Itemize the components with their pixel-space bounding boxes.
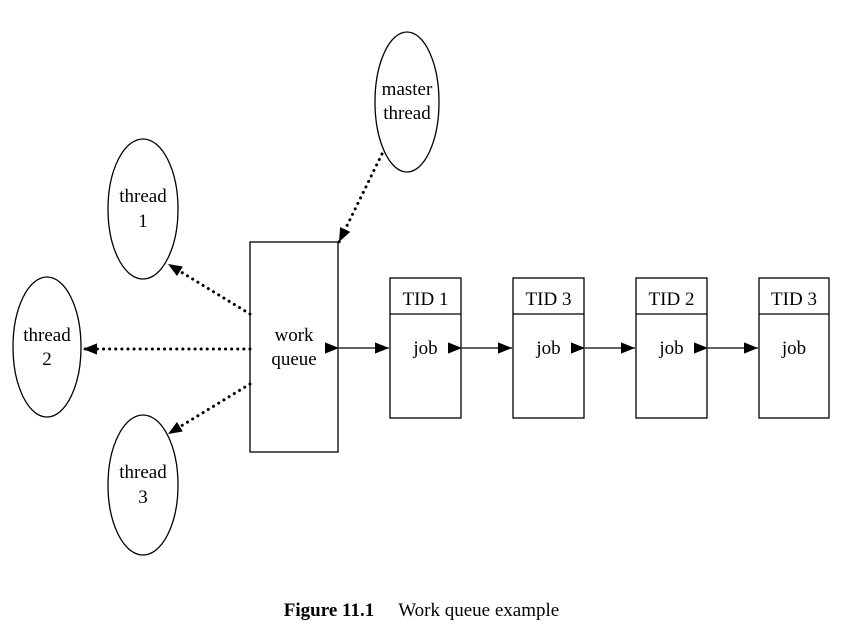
worker-thread-2-label-1: thread — [23, 325, 71, 346]
figure-title: Work queue example — [398, 600, 560, 621]
master-to-queue-arrow — [337, 152, 384, 244]
worker-thread-3-node: thread 3 — [107, 414, 179, 556]
job-1-tid: TID 1 — [403, 289, 449, 310]
master-thread-node: master thread — [374, 31, 440, 173]
queue-to-thread-1-arrow — [166, 262, 252, 316]
master-thread-label-1: master — [382, 79, 433, 100]
job-3-tid: TID 2 — [649, 289, 695, 310]
worker-thread-1-node: thread 1 — [107, 138, 179, 280]
worker-thread-3-label-2: 3 — [138, 487, 148, 508]
job-2-label: job — [535, 338, 560, 359]
worker-thread-1-label-2: 1 — [138, 211, 148, 232]
worker-thread-2-label-2: 2 — [42, 349, 52, 370]
master-thread-label-2: thread — [383, 103, 431, 124]
job-box-2: TID 3 job — [512, 277, 585, 419]
worker-thread-2-node: thread 2 — [12, 276, 82, 418]
job-box-3: TID 2 job — [635, 277, 708, 419]
job-3-label: job — [658, 338, 683, 359]
job-box-1: TID 1 job — [389, 277, 462, 419]
work-queue-box: work queue — [249, 241, 339, 453]
worker-thread-1-label-1: thread — [119, 186, 167, 207]
figure-number: Figure 11.1 — [283, 600, 375, 621]
job-2-tid: TID 3 — [526, 289, 572, 310]
job-4-tid: TID 3 — [771, 289, 817, 310]
work-queue-label-2: queue — [271, 349, 316, 370]
job-box-4: TID 3 job — [758, 277, 830, 419]
queue-to-thread-3-arrow — [166, 382, 252, 436]
job-1-label: job — [412, 338, 437, 359]
figure-caption: Figure 11.1 Work queue example — [0, 600, 843, 622]
worker-thread-3-label-1: thread — [119, 462, 167, 483]
job-4-label: job — [781, 338, 806, 359]
work-queue-label-1: work — [274, 325, 314, 346]
